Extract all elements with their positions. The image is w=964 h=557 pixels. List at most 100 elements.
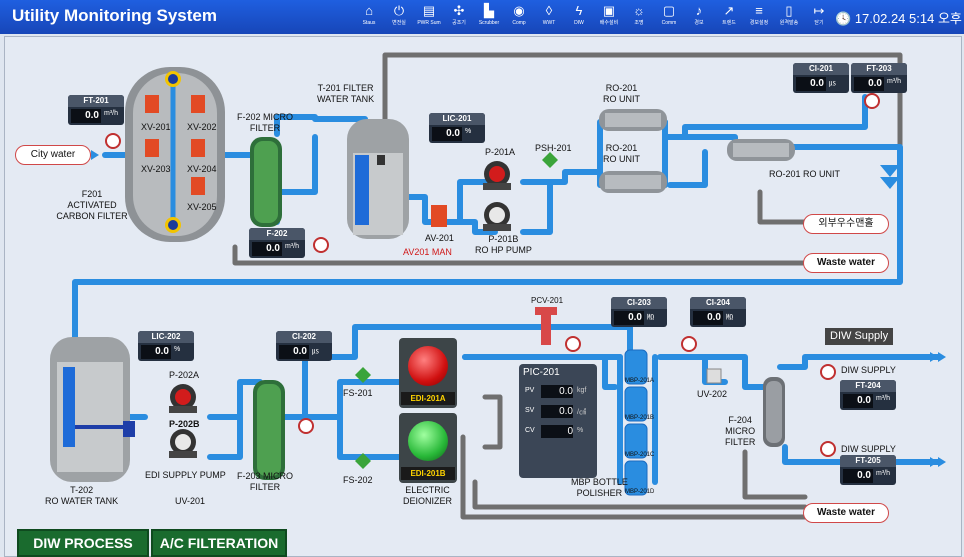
nav-item-label: 트렌드: [722, 20, 736, 26]
uv202-label: UV-202: [697, 389, 728, 399]
ci203-unit: ㏁: [647, 314, 654, 321]
pv-key: PV: [525, 387, 535, 394]
exit-icon: ↦: [813, 3, 825, 18]
mbp-polisher-label: MBP BOTTLE POLISHER: [571, 477, 628, 498]
home-icon: ⌂: [365, 3, 373, 18]
drop-icon: ◊: [545, 3, 553, 18]
pv-unit: kgf: [577, 387, 587, 394]
nav-item[interactable]: ↦닫기: [804, 3, 834, 33]
mbp-c-label: MBP-201C: [625, 452, 655, 458]
ft201-title: FT-201: [68, 95, 124, 107]
mbp-d-label: MBP-201D: [625, 489, 655, 495]
ft203-title: FT-203: [851, 63, 907, 75]
p201a-label: P-201A: [485, 147, 516, 157]
diw-supply-label-1: DIW SUPPLY: [841, 365, 896, 375]
fs202-label: FS-202: [343, 475, 373, 485]
lic201-value: 0.0: [432, 127, 462, 141]
ci202-unit: ㎲: [312, 348, 319, 355]
title-bar: Utility Monitoring System ⌂Staus⏻변전실▤PWR…: [0, 0, 964, 34]
bulb-icon: ☼: [633, 3, 645, 18]
t201-label: T-201 FILTER WATER TANK: [317, 83, 375, 104]
ft204-title: FT-204: [840, 380, 896, 392]
xv202-label: XV-202: [187, 122, 217, 132]
carbon-filter-vessel: [125, 67, 225, 242]
sv-value[interactable]: 0.0: [541, 405, 573, 418]
mbp-a-label: MBP-201A: [625, 378, 655, 384]
diw-supply-header: DIW Supply: [825, 328, 894, 345]
gauge-icon: [565, 336, 581, 352]
factory-icon: ▙: [484, 3, 494, 18]
nav-item[interactable]: ↗트렌드: [714, 3, 744, 33]
nav-item-label: 경보설정: [749, 20, 769, 26]
nav-item[interactable]: ▣배수설비: [594, 3, 624, 33]
monitor-icon: ▢: [662, 3, 676, 18]
nav-item[interactable]: ✣공조기: [444, 3, 474, 33]
city-water-label: City water: [15, 145, 91, 165]
f202-title: F-202: [249, 228, 305, 240]
xv204-label: XV-204: [187, 164, 217, 174]
ci204-value: 0.0: [693, 311, 723, 325]
av201-man-label: AV201 MAN: [403, 247, 452, 257]
nav-item-label: DIW: [574, 20, 584, 26]
t202-tank: [50, 337, 135, 482]
ci204-title: CI-204: [690, 297, 746, 309]
gauge-icon: [864, 93, 880, 109]
lic201-display[interactable]: LIC-201 0.0%: [429, 113, 485, 143]
lic202-value: 0.0: [141, 345, 171, 359]
nav-item-label: 공조기: [452, 20, 466, 26]
edi-supply-pump-label: EDI SUPPLY PUMP: [145, 470, 226, 480]
power-icon: ⏻: [393, 3, 405, 18]
nav-item[interactable]: ♪ 경보: [684, 3, 714, 33]
f202-unit: m³/h: [285, 243, 299, 250]
pipe-network: [50, 52, 946, 520]
waste-water-bottom: Waste water: [803, 503, 889, 523]
ft204-unit: m³/h: [876, 395, 890, 402]
nav-item[interactable]: ≡경보설정: [744, 3, 774, 33]
nav-item[interactable]: ▯원격발송: [774, 3, 804, 33]
lic201-unit: %: [465, 128, 472, 135]
xv203-label: XV-203: [141, 164, 171, 174]
ac-filteration-button[interactable]: A/C FILTERATION: [151, 529, 287, 557]
ft203-unit: m³/h: [887, 78, 901, 85]
clock: 🕓 17.02.24 5:14 오후: [835, 8, 962, 27]
pv-value: 0.0: [541, 385, 573, 398]
edi-201b-unit[interactable]: EDI-201B: [399, 413, 457, 483]
nav-item[interactable]: ⌂Staus: [354, 3, 384, 33]
nav-item[interactable]: ◉Comp: [504, 3, 534, 33]
bell-icon: ♪: [695, 3, 703, 18]
nav-item-label: 경보: [694, 20, 704, 26]
edi-201a-unit[interactable]: EDI-201A: [399, 338, 457, 408]
nav-item[interactable]: ⏻ 변전실: [384, 3, 414, 33]
lic201-title: LIC-201: [429, 113, 485, 125]
ci203-title: CI-203: [611, 297, 667, 309]
nav-item[interactable]: ▢Comm: [654, 3, 684, 33]
nav-item[interactable]: ▤PWR Sum: [414, 3, 444, 33]
ft201-value: 0.0: [71, 109, 101, 123]
nav-item-label: 변전실: [392, 20, 406, 26]
document-icon: ▯: [785, 3, 793, 18]
nav-item[interactable]: ▙Scrubber: [474, 3, 504, 33]
ro2-label: RO-201 RO UNIT: [603, 143, 640, 164]
pcv201-label: PCV-201: [531, 296, 564, 305]
printer-icon: ▤: [422, 3, 436, 18]
edi-201b-label: EDI-201B: [401, 467, 455, 480]
nav-item[interactable]: ◊WWT: [534, 3, 564, 33]
ft201-unit: m³/h: [104, 110, 118, 117]
p202a-label: P-202A: [169, 370, 200, 380]
diw-process-button[interactable]: DIW PROCESS: [17, 529, 149, 557]
nav-item[interactable]: ☼조명: [624, 3, 654, 33]
